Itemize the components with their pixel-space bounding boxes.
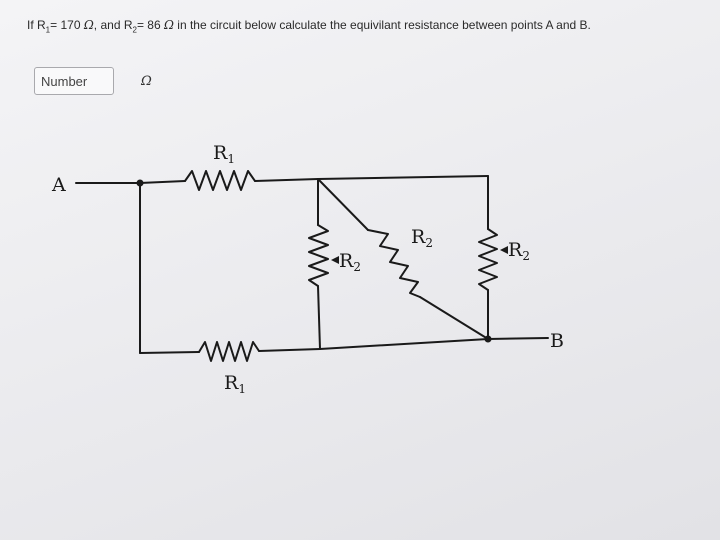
wire-bottom-rail (319, 338, 489, 350)
question-mid: , and R (93, 18, 133, 32)
label-r1-bottom: R1 (224, 372, 246, 396)
question-prefix: If R (27, 18, 46, 32)
r2-left-label-pointer (331, 256, 339, 264)
answer-row: Ω (34, 67, 152, 95)
label-r2-right-subscript: 2 (522, 249, 530, 263)
wire-b-lead (487, 337, 549, 340)
label-r1-bottom-subscript: 1 (238, 382, 246, 396)
wire-bottom-left (139, 351, 200, 354)
resistor-r2-diagonal (367, 229, 421, 298)
label-r2-right-letter: R (508, 239, 523, 261)
point-a-label: A (51, 174, 66, 196)
point-b-label: B (550, 330, 564, 352)
question-r1-subscript: 1 (45, 25, 51, 35)
label-r1-bottom-letter: R (224, 372, 239, 394)
label-r1-top: R1 (213, 142, 235, 166)
question-ohm-symbol-1: Ω (83, 18, 94, 32)
wire-r2-diagonal-top (317, 178, 369, 231)
wire-r2-left-bottom (317, 285, 321, 350)
question-r1-value: = 170 (50, 18, 81, 32)
resistor-r2-left (308, 224, 329, 287)
question-suffix: in the circuit below calculate the equiv… (173, 18, 591, 32)
resistor-r2-right (478, 228, 498, 291)
question-text: If R1= 170 Ω, and R2= 86 Ω in the circui… (27, 18, 591, 34)
resistor-r1-bottom (198, 341, 260, 362)
wire-r2-diagonal-bottom (419, 296, 489, 340)
label-r1-top-subscript: 1 (227, 152, 235, 166)
wire-top-left (139, 180, 186, 184)
label-r2-diagonal-letter: R (411, 226, 426, 248)
label-r2-right: R2 (508, 239, 530, 263)
r2-right-label-pointer (500, 246, 508, 254)
label-r2-left-subscript: 2 (353, 260, 361, 274)
question-r2-value: = 86 (136, 18, 161, 32)
wire-top-rail (317, 175, 489, 180)
label-r2-left-letter: R (339, 250, 354, 272)
label-r1-top-letter: R (213, 142, 228, 164)
resistor-r1-top (184, 170, 256, 191)
junction-node-b (484, 335, 492, 343)
question-r2-subscript: 2 (132, 25, 137, 35)
wire-top-right (254, 178, 319, 182)
junction-node-a (136, 179, 144, 187)
wire-bottom-right (258, 348, 321, 352)
label-r2-left: R2 (339, 250, 361, 274)
label-r2-diagonal-subscript: 2 (425, 236, 433, 250)
answer-input[interactable] (34, 67, 114, 95)
answer-unit: Ω (141, 73, 152, 89)
label-r2-diagonal: R2 (411, 226, 433, 250)
question-ohm-symbol-2: Ω (164, 18, 174, 32)
